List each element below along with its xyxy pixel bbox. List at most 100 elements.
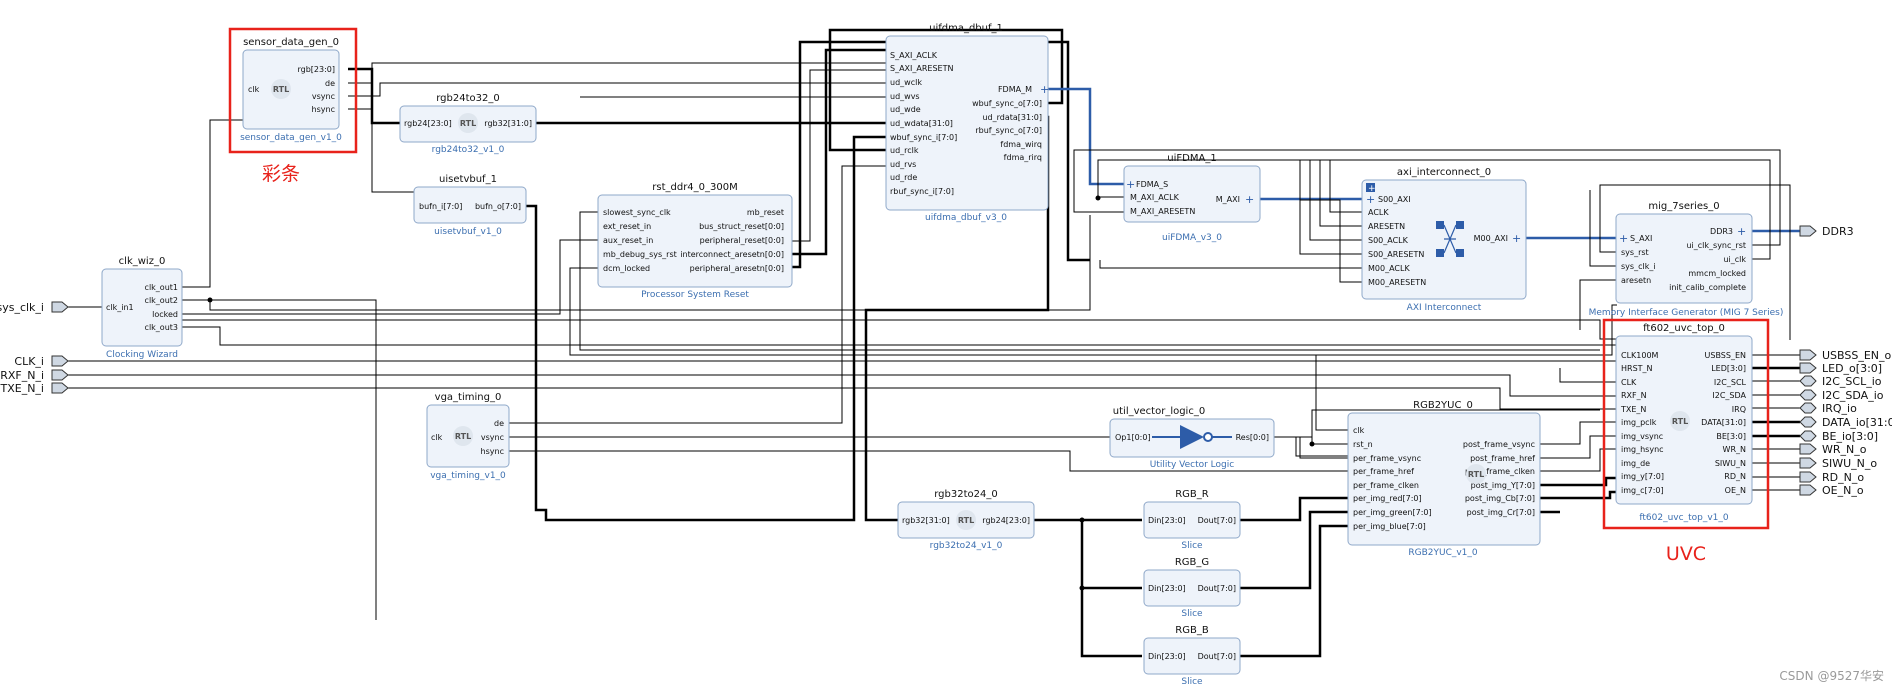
rtl-badge-label: RTL — [460, 119, 476, 128]
pin-in: img_y[7:0] — [1621, 472, 1664, 481]
block-subtitle: rgb32to24_v1_0 — [930, 541, 1003, 551]
output-port-icon — [1799, 225, 1817, 237]
svg-text:+: + — [1368, 184, 1376, 194]
block-slice-g[interactable]: RGB_G Din[23:0] Dout[7:0] Slice — [1143, 557, 1241, 619]
block-util-vector-logic[interactable]: util_vector_logic_0 Op1[0:0] Res[0:0] Ut… — [1109, 406, 1275, 470]
port-clk-i[interactable]: CLK_i — [14, 355, 69, 368]
annotation-uvc: UVC — [1666, 543, 1706, 565]
pin-in: aresetn — [1621, 276, 1651, 285]
rtl-badge-icon — [458, 113, 478, 133]
block-clk-wiz[interactable]: clk_wiz_0 clk_in1 clk_out1 clk_out2 lock… — [101, 256, 183, 360]
port-usbss-en-o[interactable]: USBSS_EN_o — [1799, 349, 1892, 362]
pin-out: SIWU_N — [1715, 459, 1746, 468]
svg-text:OE_N_o: OE_N_o — [1822, 484, 1864, 497]
expand-icon[interactable] — [1366, 183, 1375, 192]
rtl-badge-icon — [453, 426, 473, 446]
rtl-badge-label: RTL — [958, 516, 974, 525]
pin-out: rgb32[31:0] — [484, 119, 532, 128]
port-irq-io[interactable]: IRQ_io — [1799, 402, 1857, 415]
pin-in: img_c[7:0] — [1621, 486, 1664, 495]
pin-out: DATA[31:0] — [1701, 418, 1746, 427]
pin-out: vsync — [481, 433, 504, 442]
block-vga-timing[interactable]: vga_timing_0 clk de vsync hsync RTL vga_… — [426, 392, 510, 481]
pin-out: mmcm_locked — [1688, 269, 1746, 278]
block-sensor-data-gen[interactable]: sensor_data_gen_0 clk rgb[23:0] de vsync… — [240, 37, 342, 143]
pin-in: ud_rvs — [890, 160, 916, 169]
pin-out: vsync — [312, 92, 335, 101]
annotation-caitiao: 彩条 — [262, 163, 300, 185]
plus-icon: + — [1619, 232, 1628, 245]
svg-text:BE_io[3:0]: BE_io[3:0] — [1822, 430, 1878, 443]
pin-in: ud_rde — [890, 173, 917, 182]
port-wr-n-o[interactable]: WR_N_o — [1799, 443, 1867, 456]
block-mig-7series[interactable]: mig_7series_0 + S_AXI sys_rst sys_clk_i … — [1589, 201, 1784, 318]
pin-out: hsync — [312, 105, 335, 114]
not-gate-icon — [1152, 425, 1232, 449]
pin-out: fdma_wirq — [1000, 140, 1042, 149]
port-be-io[interactable]: BE_io[3:0] — [1799, 430, 1878, 443]
port-led-o[interactable]: LED_o[3:0] — [1799, 362, 1882, 375]
block-rgb2yuc[interactable]: RGB2YUC_0 clk rst_n per_frame_vsync per_… — [1347, 400, 1541, 558]
output-port-icon — [1799, 457, 1817, 469]
output-port-icon — [1799, 362, 1817, 374]
port-oe-n-o[interactable]: OE_N_o — [1799, 484, 1864, 497]
block-axi-interconnect[interactable]: axi_interconnect_0 + + S00_AXI ACLK ARES… — [1361, 167, 1527, 313]
pin-in: S00_ARESETN — [1368, 250, 1424, 259]
rtl-badge-label: RTL — [455, 432, 471, 441]
pin-in: img_hsync — [1621, 445, 1664, 454]
block-title: RGB_R — [1175, 489, 1209, 500]
port-sys-clk-i[interactable]: sys_clk_i — [0, 301, 69, 314]
port-txe-n-i[interactable]: TXE_N_i — [0, 382, 69, 395]
block-title: rgb32to24_0 — [934, 489, 997, 500]
rtl-badge-icon — [1466, 464, 1486, 484]
pin-out: clk_out2 — [145, 296, 178, 305]
block-rgb24to32[interactable]: rgb24to32_0 rgb24[23:0] rgb32[31:0] RTL … — [399, 93, 537, 155]
port-i2c-scl-io[interactable]: I2C_SCL_io — [1799, 375, 1882, 388]
pin-in: RXF_N — [1621, 391, 1647, 400]
port-ddr3[interactable]: DDR3 — [1799, 225, 1854, 238]
port-rd-n-o[interactable]: RD_N_o — [1799, 471, 1864, 484]
pin-out: rbuf_sync_o[7:0] — [975, 126, 1042, 135]
block-title: uifdma_dbuf_1 — [929, 23, 1003, 34]
block-slice-r[interactable]: RGB_R Din[23:0] Dout[7:0] Slice — [1143, 489, 1241, 551]
block-ft602-uvc-top[interactable]: ft602_uvc_top_0 CLK100M HRST_N CLK RXF_N… — [1615, 323, 1753, 523]
pin-in: dcm_locked — [603, 264, 650, 273]
block-proc-sys-reset[interactable]: rst_ddr4_0_300M slowest_sync_clk ext_res… — [597, 182, 793, 300]
svg-text:DATA_io[31:0]: DATA_io[31:0] — [1822, 416, 1892, 429]
pin-out: ud_rdata[31:0] — [982, 113, 1042, 122]
port-rxf-n-i[interactable]: RXF_N_i — [0, 369, 69, 382]
block-title: RGB_G — [1175, 557, 1209, 568]
pin-in: S_AXI — [1630, 234, 1652, 243]
pin-in: clk — [431, 433, 443, 442]
svg-text:WR_N_o: WR_N_o — [1822, 443, 1867, 456]
pin-out: fdma_rirq — [1004, 153, 1042, 162]
svg-text:I2C_SCL_io: I2C_SCL_io — [1822, 375, 1882, 388]
pin-out: RD_N — [1724, 472, 1746, 481]
rtl-badge-icon — [1670, 411, 1690, 431]
external-inputs: sys_clk_i CLK_i RXF_N_i TXE_N_i — [0, 301, 69, 395]
port-siwu-n-o[interactable]: SIWU_N_o — [1799, 457, 1877, 470]
port-data-io[interactable]: DATA_io[31:0] — [1799, 416, 1892, 429]
block-uifdma[interactable]: uiFDMA_1 + FDMA_S M_AXI_ACLK M_AXI_ARESE… — [1123, 153, 1261, 243]
port-i2c-sda-io[interactable]: I2C_SDA_io — [1799, 389, 1884, 402]
block-uisetvbuf[interactable]: uisetvbuf_1 bufn_i[7:0] bufn_o[7:0] uise… — [413, 174, 527, 237]
svg-text:RD_N_o: RD_N_o — [1822, 471, 1864, 484]
pin-out: M_AXI — [1216, 195, 1240, 204]
block-subtitle: uisetvbuf_v1_0 — [434, 227, 502, 237]
pin-out: post_frame_clken — [1465, 467, 1535, 476]
block-title: RGB2YUC_0 — [1413, 400, 1473, 411]
pin-in: clk — [1353, 426, 1365, 435]
pin-out: peripheral_aresetn[0:0] — [690, 264, 784, 273]
block-slice-b[interactable]: RGB_B Din[23:0] Dout[7:0] Slice — [1143, 625, 1241, 687]
pin-in: M_AXI_ACLK — [1130, 193, 1180, 202]
input-port-icon — [51, 369, 69, 381]
input-port-icon — [51, 355, 69, 367]
pin-in: CLK100M — [1621, 351, 1659, 360]
pin-out: OE_N — [1725, 486, 1746, 495]
block-rgb32to24[interactable]: rgb32to24_0 rgb32[31:0] rgb24[23:0] RTL … — [897, 489, 1035, 551]
wires — [68, 28, 1800, 658]
output-port-icon — [1799, 349, 1817, 361]
block-uifdma-dbuf[interactable]: uifdma_dbuf_1 S_AXI_ACLK S_AXI_ARESETN u… — [885, 23, 1049, 223]
pin-out: BE[3:0] — [1716, 432, 1746, 441]
pin-in: per_img_green[7:0] — [1353, 508, 1432, 517]
